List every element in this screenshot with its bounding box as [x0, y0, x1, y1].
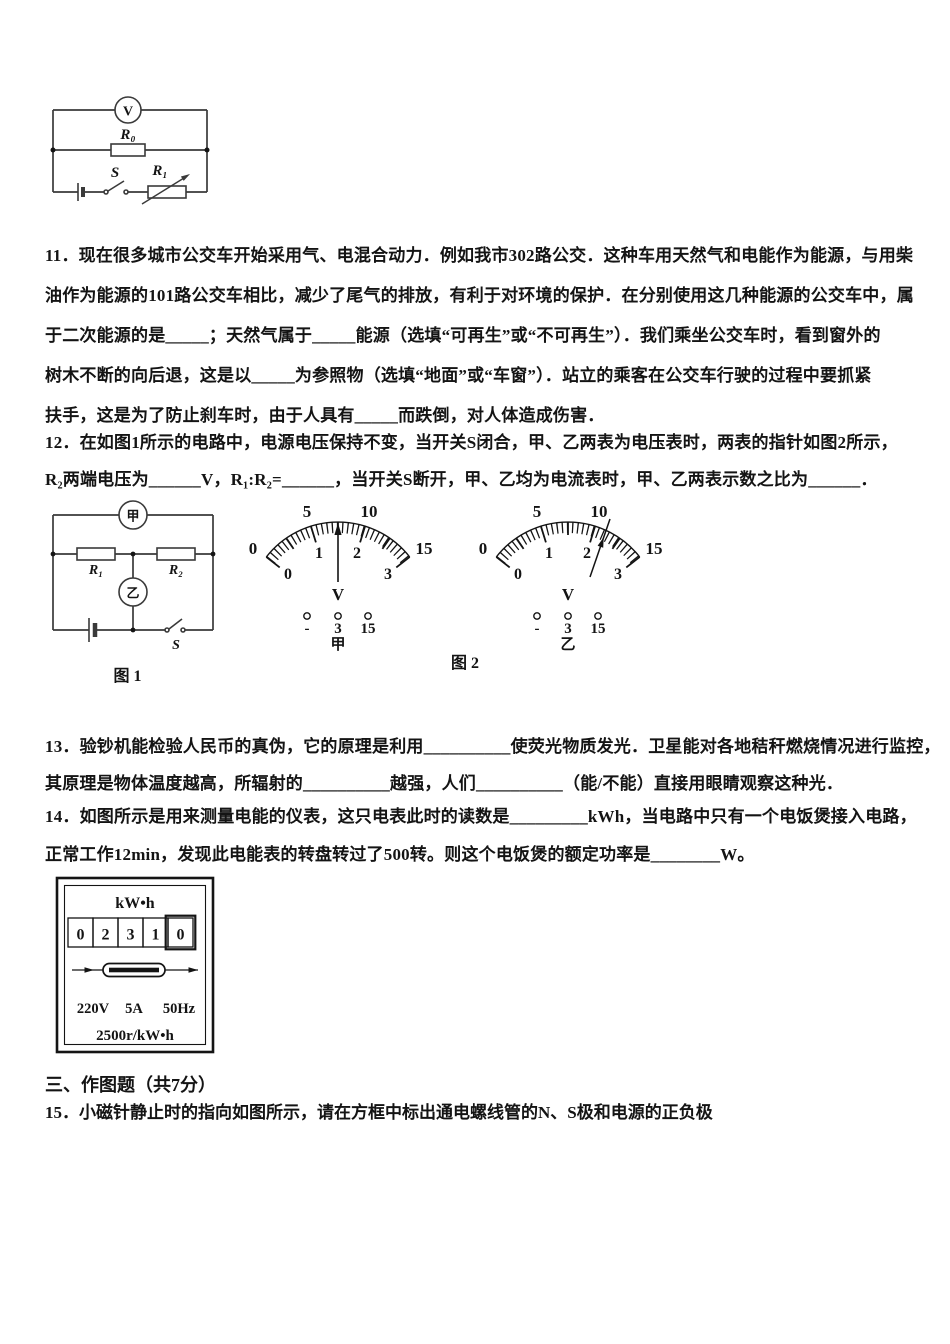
battery-icon: [77, 183, 85, 201]
meter-outer-frame: [55, 876, 215, 1054]
energy-meter-figure: kW•h 0 2 3 1 0 220V 5A 50Hz 2500r/kW•h: [55, 876, 215, 1054]
q13-line: 13．验钞机能检验人民币的真伪，它的原理是利用__________使荧光物质发光…: [45, 737, 941, 756]
tick-label: 5: [303, 502, 312, 521]
r1-label: R₁: [88, 563, 103, 578]
meter-yi-label: 乙: [126, 586, 139, 601]
switch-icon: [103, 180, 129, 195]
terminal-label: -: [305, 621, 310, 637]
rating-voltage: 220V: [77, 1001, 110, 1017]
needle-icon: [589, 518, 611, 578]
digit-register: 0 2 3 1 0: [67, 914, 197, 951]
battery-icon: [88, 618, 98, 642]
circuit-wires: [52, 109, 208, 193]
terminal-label: 15: [361, 621, 376, 637]
section3-heading: 三、作图题（共7分）: [45, 1075, 216, 1095]
tick-label: 15: [416, 539, 433, 558]
terminal-icons: [303, 612, 372, 620]
q11-line: 树木不断的向后退，这是以_____为参照物（选填“地面”或“车窗”）．站立的乘客…: [45, 366, 872, 385]
tick-label: 1: [545, 545, 553, 562]
digit: 0: [77, 927, 85, 944]
tick-label: 10: [591, 502, 608, 521]
q11-line: 油作为能源的101路公交车相比，减少了尾气的排放，有利于对环境的保护．在分别使用…: [45, 286, 914, 305]
junction-dot: [210, 551, 216, 557]
q11-line: 于二次能源的是_____；天然气属于_____能源（选填“可再生”或“不可再生”…: [45, 326, 881, 345]
fig1-circuit-figure: 甲 R₁ R₂ 乙 S: [50, 500, 216, 653]
kwh-unit-label: kW•h: [115, 895, 155, 912]
switch-icon: [164, 618, 186, 633]
voltmeter-label: V: [123, 105, 133, 120]
digit: 0: [177, 927, 185, 944]
q12-line: 12．在如图1所示的电路中，电源电压保持不变，当开关S闭合，甲、乙两表为电压表时…: [45, 433, 898, 452]
tick-label: 15: [646, 539, 663, 558]
terminal-label: 15: [591, 621, 606, 637]
switch-label: S: [172, 638, 180, 653]
q11-line: 11．现在很多城市公交车开始采用气、电混合动力．例如我市302路公交．这种车用天…: [45, 246, 914, 265]
voltmeter-icon: [114, 96, 142, 124]
needle-icon: [334, 523, 342, 582]
terminal-label: 3: [334, 621, 342, 637]
unit-label: V: [332, 585, 345, 604]
top-circuit-figure: V R₀ S R₁: [50, 96, 210, 205]
question-14: 14．如图所示是用来测量电能的仪表，这只电表此时的读数是_________kWh…: [45, 798, 917, 874]
rotating-disk-icon: [72, 962, 198, 978]
decimal-digit-frame: [164, 914, 197, 951]
q14-line: 正常工作12min，发现此电能表的转盘转过了500转。则这个电饭煲的额定功率是_…: [45, 845, 755, 864]
tick-label: 10: [361, 502, 378, 521]
tick-label: 0: [514, 566, 522, 583]
r2-label: R₂: [168, 563, 183, 578]
q14-line: 14．如图所示是用来测量电能的仪表，这只电表此时的读数是_________kWh…: [45, 807, 917, 826]
tick-label: 5: [533, 502, 542, 521]
tick-label: 0: [284, 566, 292, 583]
tick-label: 2: [353, 545, 361, 562]
unit-label: V: [562, 585, 575, 604]
tick-label: 0: [249, 539, 258, 558]
tick-label: 0: [479, 539, 488, 558]
junction-dot: [130, 627, 136, 633]
resistor-r0: [110, 143, 146, 157]
junction-dot: [50, 551, 56, 557]
meter-jia-icon: [118, 500, 148, 530]
tick-label: 2: [583, 545, 591, 562]
q12-line: R₂两端电压为______V，R₁:R₂=______，当开关S断开，甲、乙均为…: [45, 470, 878, 489]
switch-label: S: [111, 165, 119, 181]
meter-yi-icon: [118, 577, 148, 607]
meter-name-label: 甲: [330, 636, 345, 652]
digit: 2: [102, 927, 110, 944]
terminal-label: 3: [564, 621, 572, 637]
resistor-r2: [156, 547, 196, 561]
r1-label: R₁: [151, 163, 167, 179]
junction-dot: [130, 551, 136, 557]
rating-current: 5A: [125, 1001, 143, 1017]
junction-dot: [50, 147, 56, 153]
tick-label: 1: [315, 545, 323, 562]
rheostat-r1: [141, 174, 190, 205]
tick-label: 3: [614, 566, 622, 583]
terminal-icons: [533, 612, 602, 620]
digit: 3: [127, 927, 135, 944]
meter-constant-label: 2500r/kW•h: [96, 1028, 174, 1044]
question-13: 13．验钞机能检验人民币的真伪，它的原理是利用__________使荧光物质发光…: [45, 728, 941, 802]
r0-label: R₀: [119, 127, 135, 143]
meter-inner-frame: [63, 884, 207, 1046]
meter-jia-label: 甲: [126, 509, 139, 524]
circuit-wires: [52, 514, 214, 631]
fig1-caption: 图 1: [113, 668, 142, 685]
fig2-caption: 图 2: [450, 655, 479, 672]
question-15: 15．小磁针静止时的指向如图所示，请在方框中标出通电螺线管的N、S极和电源的正负…: [45, 1103, 713, 1122]
question-11: 11．现在很多城市公交车开始采用气、电混合动力．例如我市302路公交．这种车用天…: [45, 236, 917, 436]
rating-frequency: 50Hz: [163, 1001, 196, 1017]
junction-dot: [204, 147, 210, 153]
resistor-r1: [76, 547, 116, 561]
terminal-label: -: [535, 621, 540, 637]
dial-scale: [495, 521, 641, 569]
meter-name-label: 乙: [560, 637, 575, 652]
q11-line: 扶手，这是为了防止刹车时，由于人具有_____而跌倒，对人体造成伤害．: [45, 406, 605, 425]
question-12: 12．在如图1所示的电路中，电源电压保持不变，当开关S闭合，甲、乙两表为电压表时…: [45, 424, 917, 498]
digit: 1: [152, 927, 160, 944]
meter-jia-dial: 0 5 10 15 0 1 2 3 V - 3 15 甲: [249, 502, 433, 652]
meter-yi-dial: 0 5 10 15 0 1 2 3 V - 3 15 乙: [479, 502, 663, 652]
q13-line: 其原理是物体温度越高，所辐射的__________越强，人们__________…: [45, 774, 844, 793]
tick-label: 3: [384, 566, 392, 583]
